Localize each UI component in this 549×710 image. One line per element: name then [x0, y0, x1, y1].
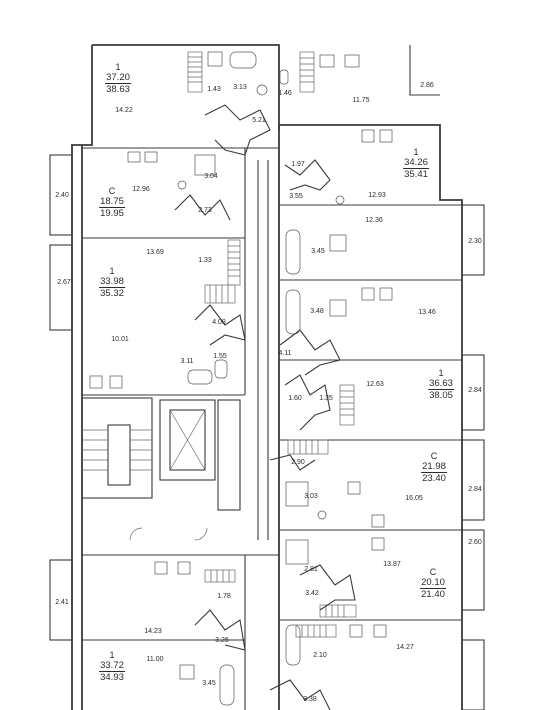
room-area-label: 2.86	[420, 82, 434, 89]
room-area-label: 11.75	[352, 97, 370, 104]
room-area-label: 1.97	[291, 161, 305, 168]
room-area-label: 1.35	[319, 395, 333, 402]
room-area-label: 3.45	[311, 248, 325, 255]
room-area-label: 3.48	[310, 308, 324, 315]
apartment-label: 1 33.72 34.93	[99, 650, 125, 683]
apartment-label: 1 34.26 35.41	[403, 147, 429, 180]
room-area-label: 3.45	[202, 680, 216, 687]
room-area-label: 2.81	[304, 566, 318, 573]
room-area-label: 3.26	[215, 637, 229, 644]
room-area-label: 3.04	[204, 173, 218, 180]
room-area-label: 1.55	[213, 353, 227, 360]
room-area-label: 2.84	[468, 486, 482, 493]
room-area-label: 1.78	[217, 593, 231, 600]
bathroom-fixtures	[177, 51, 347, 706]
room-area-label: 3.38	[303, 696, 317, 703]
room-area-label: 12.63	[366, 381, 384, 388]
room-area-label: 5.21	[252, 117, 266, 124]
room-area-label: 16.05	[405, 495, 423, 502]
partition-walls	[82, 147, 462, 710]
room-area-label: 12.96	[132, 186, 150, 193]
apartment-label: С 21.98 23.40	[421, 451, 447, 484]
room-area-label: 3.03	[304, 493, 318, 500]
room-area-label: 12.93	[368, 192, 386, 199]
room-area-label: 1.46	[278, 90, 292, 97]
room-area-label: 13.87	[383, 561, 401, 568]
stair-elevator-core	[81, 397, 241, 541]
room-area-label: 3.11	[180, 358, 194, 365]
room-area-label: 13.69	[146, 249, 164, 256]
room-area-label: 12.36	[365, 217, 383, 224]
room-area-label: 2.84	[468, 387, 482, 394]
room-area-label: 4.11	[278, 350, 292, 357]
room-area-label: 11.00	[146, 656, 164, 663]
room-area-label: 2.67	[57, 279, 71, 286]
room-area-label: 13.46	[418, 309, 436, 316]
room-area-label: 14.23	[144, 628, 162, 635]
room-area-label: 1.43	[207, 86, 221, 93]
room-area-label: 4.09	[212, 319, 226, 326]
room-area-label: 3.42	[305, 590, 319, 597]
apartment-label: С 18.75 19.95	[99, 186, 125, 219]
room-area-label: 2.30	[468, 238, 482, 245]
room-area-label: 2.90	[291, 459, 305, 466]
wardrobe-hatching	[187, 51, 357, 638]
apartment-label: 1 37.20 38.63	[105, 62, 131, 95]
apartment-label: 1 36.63 38.05	[428, 368, 454, 401]
apartment-label: С 20.10 21.40	[420, 567, 446, 600]
kitchen-fixtures	[89, 54, 393, 638]
hall-outlines	[174, 104, 356, 710]
room-area-label: 2.41	[55, 599, 69, 606]
room-area-label: 2.60	[468, 539, 482, 546]
room-area-label: 3.55	[289, 193, 303, 200]
room-area-label: 10.01	[111, 336, 129, 343]
room-area-label: 14.22	[115, 107, 133, 114]
room-area-label: 2.10	[313, 652, 327, 659]
room-area-label: 2.40	[55, 192, 69, 199]
room-area-label: 2.73	[198, 207, 212, 214]
room-area-label: 1.33	[198, 257, 212, 264]
building-walls	[49, 44, 485, 710]
apartment-label: 1 33.98 35.32	[99, 266, 125, 299]
room-area-label: 14.27	[396, 644, 414, 651]
room-area-label: 3.13	[233, 84, 247, 91]
room-area-label: 1.60	[288, 395, 302, 402]
